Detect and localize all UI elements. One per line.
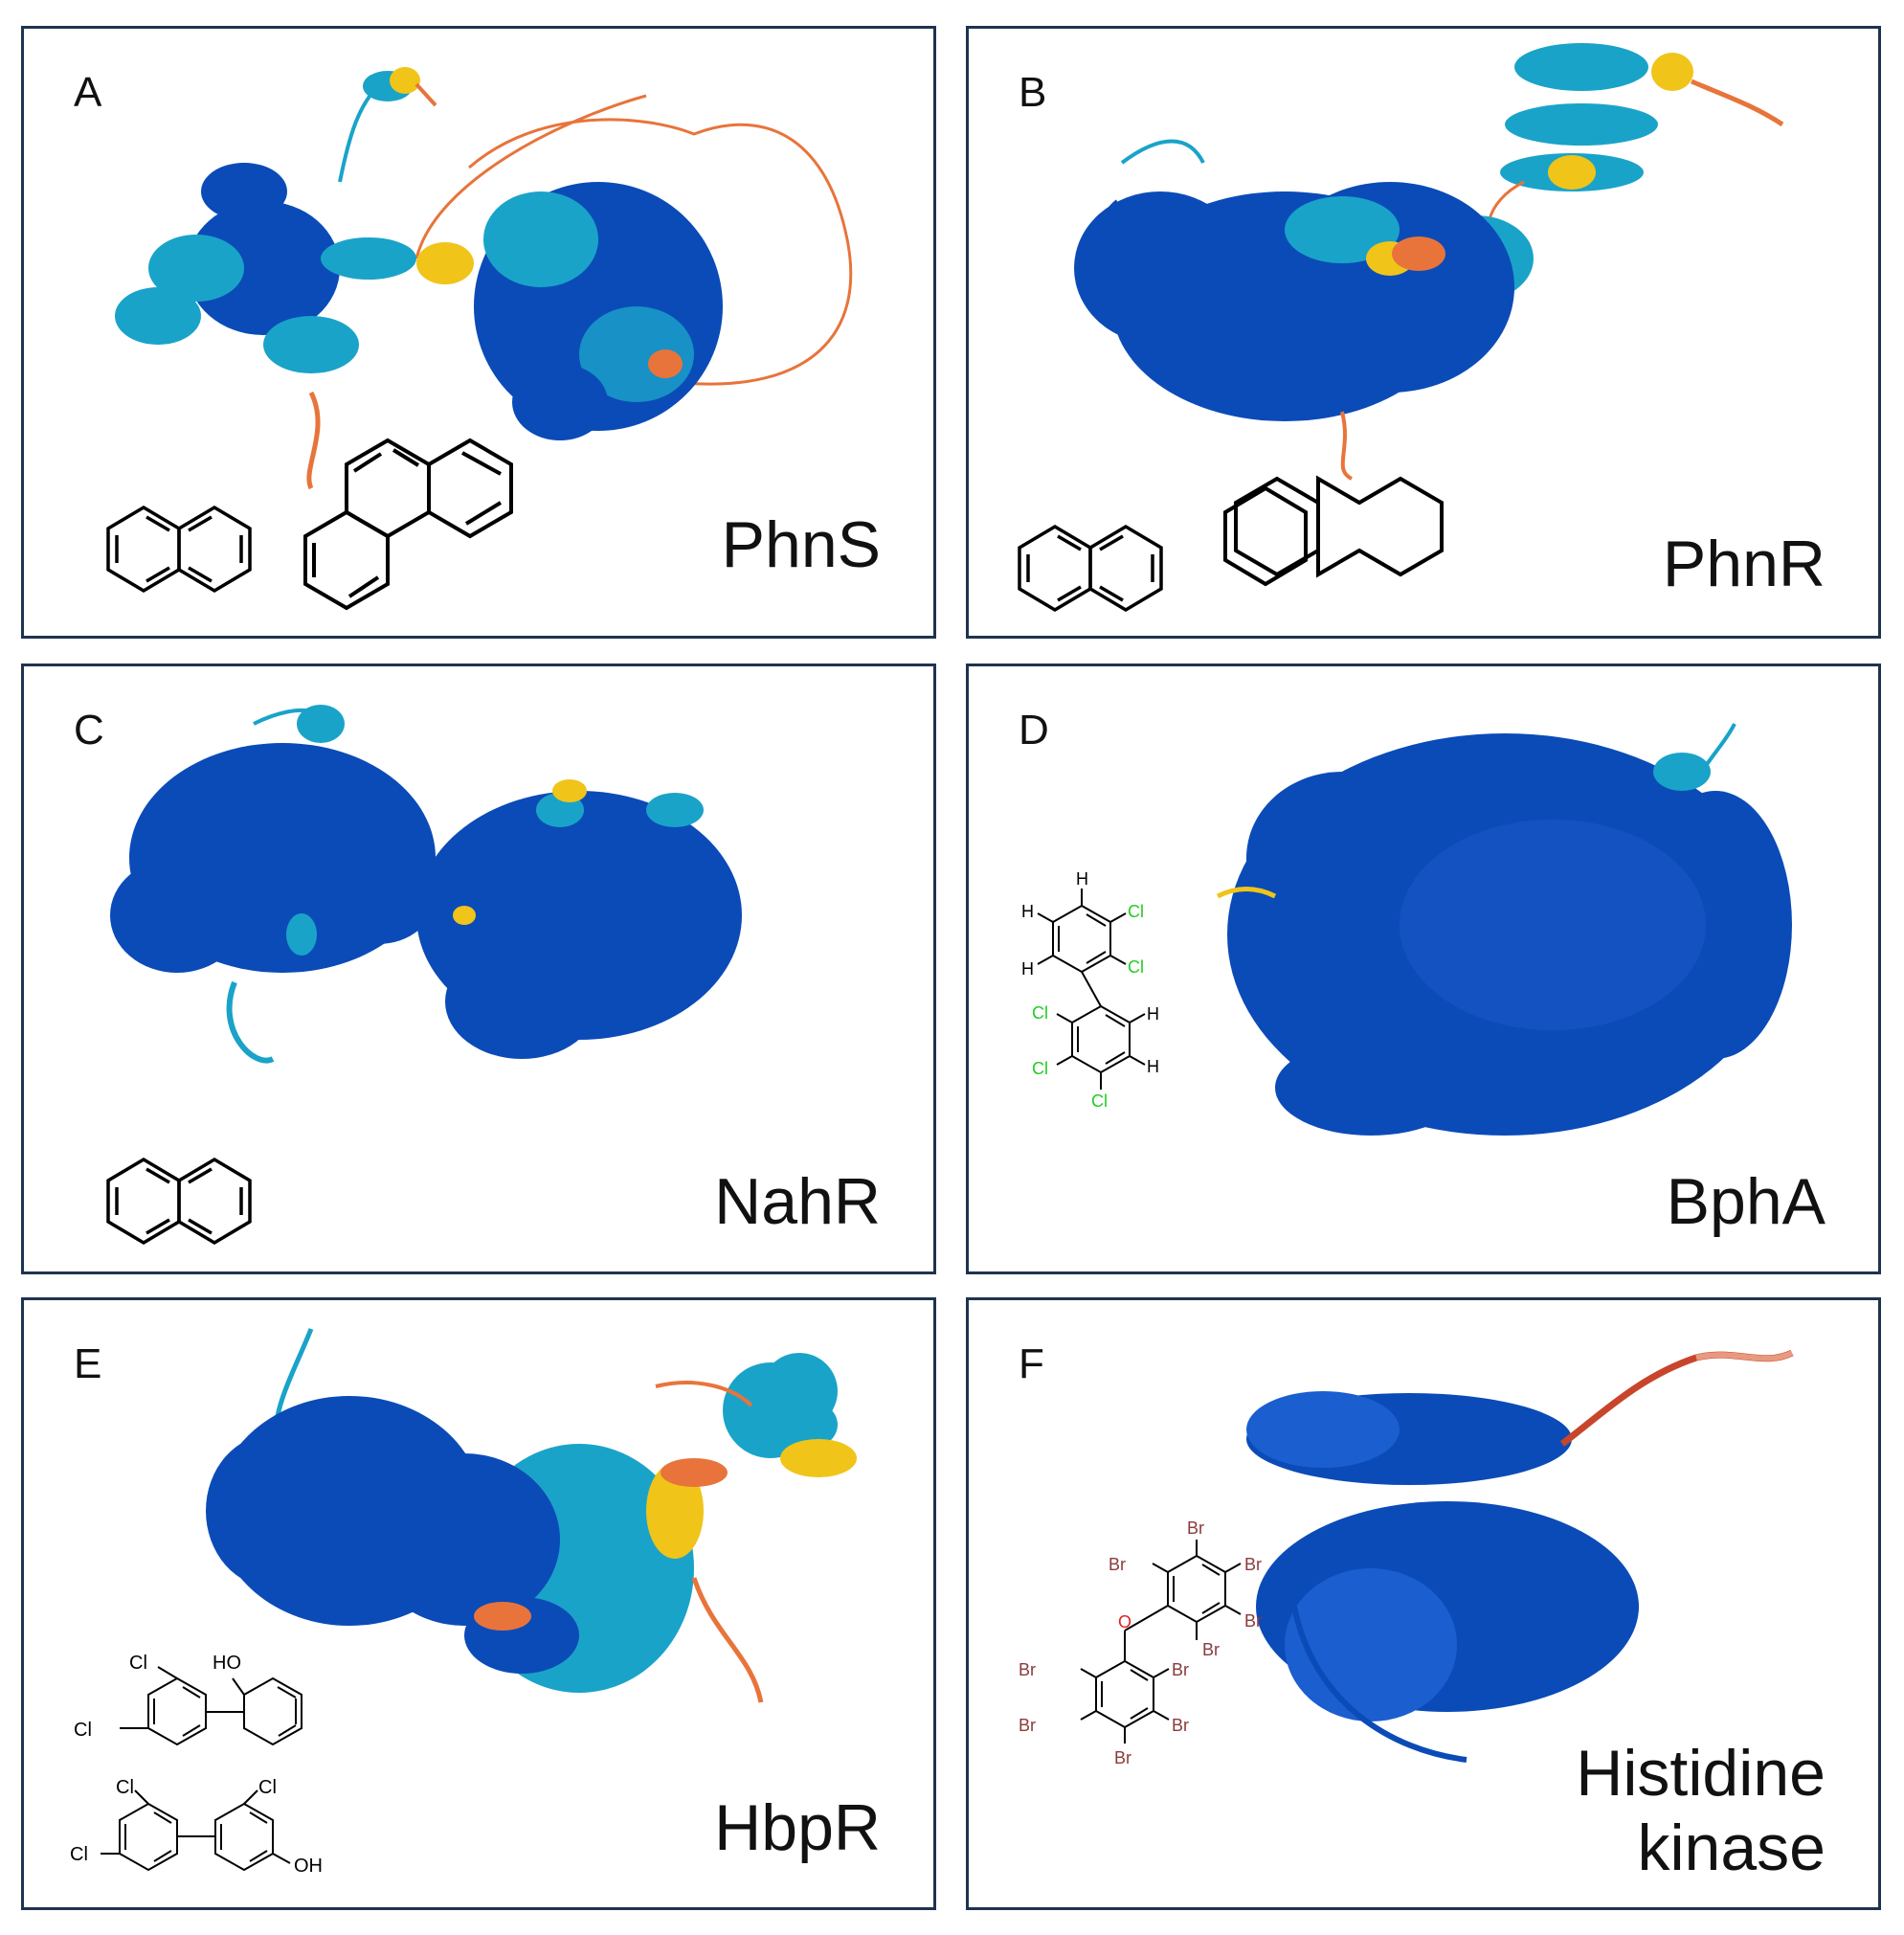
atom-label: Cl	[1128, 957, 1144, 977]
atom-label: Cl	[1032, 1003, 1048, 1023]
atom-label: Br	[1019, 1716, 1036, 1735]
atom-label: H	[1021, 959, 1034, 979]
pbde-structure: Br Br Br Br Br O Br Br Br Br Br	[1019, 1519, 1262, 1767]
atom-label: Cl	[1128, 902, 1144, 921]
atom-label: Cl	[70, 1844, 88, 1865]
panel-c: C NahR	[21, 664, 936, 1274]
atom-label: Cl	[258, 1777, 277, 1798]
panel-a: A	[21, 26, 936, 639]
protein-structure-nahr	[110, 705, 742, 1064]
atom-label: OH	[294, 1856, 323, 1877]
atom-label: Cl	[1091, 1091, 1108, 1111]
panel-letter: F	[1019, 1340, 1044, 1387]
atom-label: Br	[1172, 1660, 1189, 1679]
phenanthrene-structure	[303, 438, 513, 611]
panel-letter: B	[1019, 69, 1047, 116]
panel-letter: A	[74, 69, 102, 116]
protein-structure-phns	[115, 67, 853, 490]
protein-name: BphA	[1666, 1165, 1826, 1238]
panel-d: D H H H H H Cl Cl Cl	[966, 664, 1881, 1274]
panel-f: F Br Br Br Br Br O	[966, 1297, 1881, 1910]
protein-name: PhnS	[721, 508, 881, 581]
panel-e: E Cl	[21, 1297, 936, 1910]
atom-label: Br	[1172, 1716, 1189, 1735]
atom-label: Br	[1244, 1555, 1262, 1574]
atom-label: Br	[1187, 1519, 1204, 1538]
atom-label: H	[1076, 869, 1088, 889]
protein-structure-bpha	[1216, 723, 1792, 1136]
atom-label: H	[1147, 1004, 1159, 1024]
naphthalene-structure	[106, 1157, 252, 1246]
protein-name: NahR	[714, 1165, 881, 1238]
atom-label: Br	[1109, 1555, 1126, 1574]
atom-label: O	[1118, 1612, 1131, 1631]
protein-name-line2: kinase	[1637, 1811, 1826, 1885]
naphthalene-structure	[1018, 524, 1163, 613]
atom-label: H	[1021, 902, 1034, 921]
protein-name: Histidine kinase	[1576, 1736, 1826, 1885]
atom-label: Cl	[1032, 1059, 1048, 1078]
protein-name: PhnR	[1662, 528, 1826, 600]
atom-label: HO	[213, 1653, 241, 1674]
naphthalene-structure	[106, 505, 252, 594]
hydroxy-pcb-structure: Cl Cl HO	[74, 1653, 302, 1746]
atom-label: Br	[1202, 1640, 1220, 1659]
atom-label: H	[1147, 1057, 1159, 1076]
panel-letter: C	[74, 707, 104, 754]
hydroxy-pcb-structure-2: Cl Cl Cl OH	[70, 1777, 323, 1877]
atom-label: Cl	[74, 1720, 92, 1741]
protein-structure-histidine-kinase	[1246, 1349, 1794, 1763]
atom-label: Br	[1244, 1611, 1262, 1631]
protein-name: HbpR	[714, 1791, 881, 1864]
protein-structure-phnr	[1074, 43, 1784, 481]
panel-letter: E	[74, 1340, 102, 1387]
panel-letter: D	[1019, 707, 1049, 754]
phenanthrene-structure	[1223, 475, 1444, 587]
panel-b: B	[966, 26, 1881, 639]
protein-name-line1: Histidine	[1576, 1737, 1826, 1810]
atom-label: Br	[1114, 1748, 1131, 1767]
pcb-structure: H H H H H Cl Cl Cl Cl Cl	[1021, 869, 1159, 1111]
atom-label: Cl	[129, 1653, 147, 1674]
atom-label: Cl	[116, 1777, 134, 1798]
protein-structure-hbpr	[206, 1328, 857, 1703]
atom-label: Br	[1019, 1660, 1036, 1679]
